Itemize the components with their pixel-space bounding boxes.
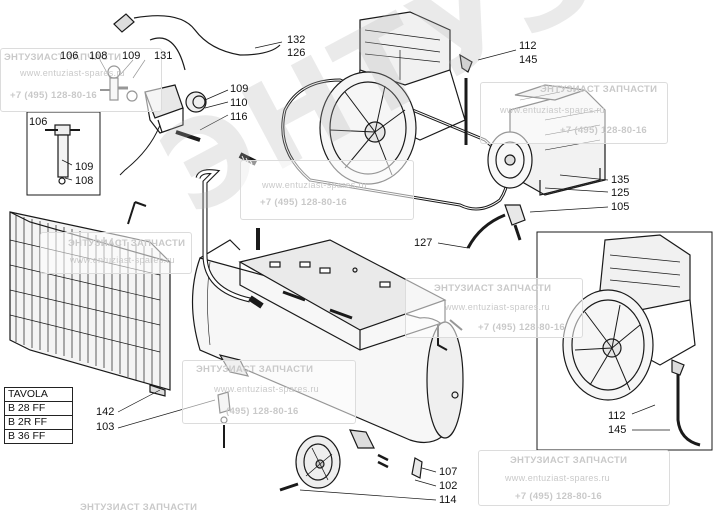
drive-belt [281, 78, 509, 211]
hose [466, 213, 506, 249]
watermark-box-center-right [405, 278, 583, 338]
label-116: 116 [230, 111, 248, 123]
watermark-box-bottom-right [478, 450, 670, 506]
watermark-url-left: www.entuziast-spares.ru [70, 255, 175, 265]
tee-fitting [504, 204, 526, 241]
model-table-row: B 36 FF [8, 430, 46, 442]
label-145-top: 145 [519, 54, 538, 66]
watermark-phone-upper-right: +7 (495) 128-80-16 [560, 125, 647, 136]
watermark-name-center-right: ЭНТУЗИАСТ ЗАПЧАСТИ [434, 283, 552, 294]
watermark-url-center-right: www.entuziast-spares.ru [445, 302, 550, 312]
watermark-phone-top: +7 (495) 128-80-16 [10, 90, 97, 101]
label-114: 114 [439, 494, 457, 506]
watermark-box-top [0, 48, 162, 112]
wheel [295, 435, 341, 489]
watermark-box-upper-right [480, 82, 668, 144]
label-131: 131 [154, 50, 173, 62]
knob [185, 91, 207, 113]
model-table-row: B 28 FF [5, 402, 72, 416]
watermark-name-bottom-right: ЭНТУЗИАСТ ЗАПЧАСТИ [510, 455, 628, 466]
model-table-title: TAVOLA [5, 388, 72, 402]
label-109-mid: 109 [230, 83, 249, 95]
watermark-phone-lower: (495) 128-80-16 [226, 406, 299, 417]
inset-box-regulator [26, 111, 101, 196]
watermark-name-top: ЭНТУЗИАСТ ЗАПЧАСТИ [4, 52, 122, 63]
label-105: 105 [611, 201, 630, 213]
label-126: 126 [287, 47, 306, 59]
flywheel [319, 71, 417, 185]
label-106-top: 106 [60, 50, 79, 62]
bracket-piece [127, 201, 147, 225]
label-103: 103 [96, 421, 115, 433]
label-135: 135 [611, 174, 630, 186]
label-106-inset: 106 [29, 116, 48, 128]
watermark-name-left: ЭНТУЗИАСТ ЗАПЧАСТИ [68, 238, 186, 249]
label-142: 142 [96, 406, 115, 418]
label-108-top: 108 [89, 50, 108, 62]
drain-valve [411, 457, 423, 479]
label-125: 125 [611, 187, 630, 199]
label-110: 110 [230, 97, 248, 109]
pump-head [354, 11, 466, 141]
watermark-box-left [40, 232, 192, 274]
watermark-name-bottom: ЭНТУЗИАСТ ЗАПЧАСТИ [80, 502, 198, 513]
watermark-url-lower: www.entuziast-spares.ru [214, 384, 319, 394]
model-table: TAVOLA B 28 FF B 2R FF B 36 FF [4, 387, 73, 444]
watermark-box-lower [182, 360, 356, 424]
label-102: 102 [439, 480, 458, 492]
label-109-top: 109 [122, 50, 141, 62]
label-112-top: 112 [519, 40, 537, 52]
label-112-inset: 112 [608, 410, 626, 422]
leader-lines [61, 41, 670, 501]
watermark-url-upper-right: www.entuziast-spares.ru [500, 105, 605, 115]
watermark-name-lower: ЭНТУЗИАСТ ЗАПЧАСТИ [196, 364, 314, 375]
watermark-name-upper-right: ЭНТУЗИАСТ ЗАПЧАСТИ [540, 84, 658, 95]
power-cord [113, 13, 281, 176]
regulator-assembly [45, 124, 80, 185]
nut-washer [377, 453, 389, 469]
label-132: 132 [287, 34, 306, 46]
watermark-phone-bottom-right: +7 (495) 128-80-16 [515, 491, 602, 502]
inset-flywheel [562, 289, 654, 401]
label-127: 127 [414, 237, 433, 249]
watermark-url-bottom-right: www.entuziast-spares.ru [505, 473, 610, 483]
inset-outlet-pipe [676, 370, 701, 447]
label-108-inset: 108 [75, 175, 94, 187]
label-109-inset: 109 [75, 161, 94, 173]
label-145-inset: 145 [608, 424, 627, 436]
axle-bolt [279, 482, 299, 492]
label-107: 107 [439, 466, 458, 478]
watermark-box-mid [240, 160, 414, 220]
watermark-phone-center-right: +7 (495) 128-80-16 [478, 322, 565, 333]
watermark-url-mid: www.entuziast-spares.ru [262, 180, 367, 190]
model-table-row: B 2R FF [5, 416, 72, 430]
watermark-phone-mid: +7 (495) 128-80-16 [260, 197, 347, 208]
watermark-url-top: www.entuziast-spares.ru [20, 68, 125, 78]
unloader-valve [175, 130, 201, 142]
